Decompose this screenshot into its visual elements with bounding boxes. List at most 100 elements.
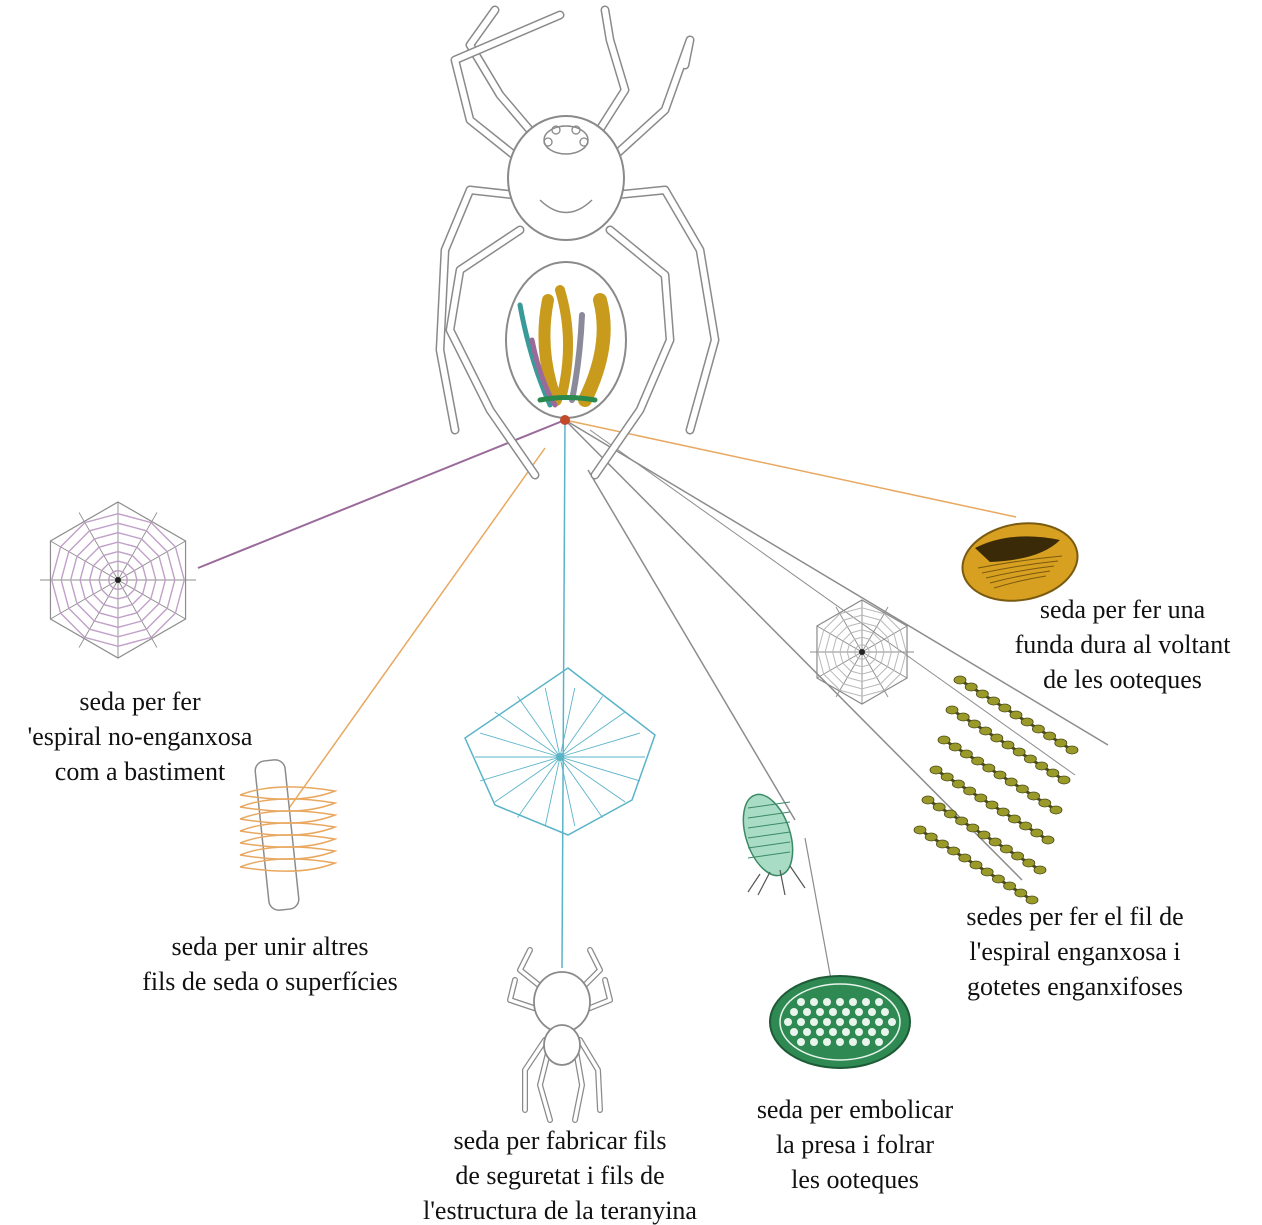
web-radial — [495, 712, 560, 757]
prey-leg — [748, 874, 760, 892]
glue-droplet — [986, 801, 998, 809]
glue-droplet — [1036, 762, 1048, 770]
label-line: gotetes enganxifoses — [935, 969, 1215, 1004]
egg — [842, 1028, 850, 1036]
egg — [810, 1018, 818, 1026]
spider-cephalothorax — [544, 1025, 580, 1065]
glue-droplet — [938, 736, 950, 744]
label-line: com a bastiment — [10, 754, 270, 789]
glue-droplet — [930, 766, 942, 774]
glue-droplet — [991, 734, 1003, 742]
egg — [888, 1018, 896, 1026]
label-frame-spiral-silk: seda per fer 'espiral no-enganxosa com a… — [10, 684, 270, 789]
glue-droplet — [983, 764, 995, 772]
web-radial — [560, 733, 640, 757]
egg — [810, 1038, 818, 1046]
glue-droplet — [925, 833, 937, 841]
glue-droplet — [949, 743, 961, 751]
label-egg-case-silk: seda per fer una funda dura al voltant d… — [990, 592, 1255, 697]
egg — [790, 1008, 798, 1016]
glue-droplet — [936, 840, 948, 848]
egg — [797, 998, 805, 1006]
glue-droplet — [1015, 889, 1027, 897]
silk-line-wrap-pad — [805, 838, 832, 985]
silk-line-wrap — [588, 470, 795, 820]
egg — [855, 1028, 863, 1036]
small-orb-web — [810, 600, 914, 704]
glue-droplet — [922, 796, 934, 804]
glue-droplet — [956, 817, 968, 825]
glue-droplet — [946, 706, 958, 714]
glue-droplet — [1023, 859, 1035, 867]
glue-droplet — [972, 757, 984, 765]
glue-droplet — [914, 826, 926, 834]
web-hub — [859, 649, 865, 655]
silk-line-attach — [282, 448, 545, 818]
web-radial — [560, 757, 640, 781]
dangling-spider-illustration — [510, 950, 610, 1120]
label-line: seda per fer una — [990, 592, 1255, 627]
glue-droplet — [1000, 845, 1012, 853]
glue-droplet — [994, 771, 1006, 779]
glue-droplet — [1021, 718, 1033, 726]
wrapped-prey-illustration — [734, 788, 805, 895]
egg — [810, 998, 818, 1006]
glue-droplet — [968, 720, 980, 728]
glue-droplet — [952, 780, 964, 788]
glue-droplet — [981, 868, 993, 876]
egg — [862, 1038, 870, 1046]
egg — [784, 1018, 792, 1026]
silk-gland — [540, 398, 595, 401]
glue-droplet — [970, 861, 982, 869]
label-line: les ooteques — [720, 1162, 990, 1197]
label-line: seda per fer — [10, 684, 270, 719]
web-hub — [556, 753, 564, 761]
glue-droplet — [1032, 725, 1044, 733]
egg — [842, 1008, 850, 1016]
glue-droplet — [1042, 836, 1054, 844]
glue-droplet — [1039, 799, 1051, 807]
label-line: de seguretat i fils de — [380, 1158, 740, 1193]
egg — [836, 1038, 844, 1046]
label-line: seda per unir altres — [100, 929, 440, 964]
glue-droplet — [1004, 882, 1016, 890]
glue-droplet — [997, 808, 1009, 816]
label-wrapping-silk: seda per embolicar la presa i folrar les… — [720, 1092, 990, 1197]
web-radial — [495, 757, 560, 802]
egg — [862, 1018, 870, 1026]
glue-droplet — [1005, 778, 1017, 786]
label-line: de les ooteques — [990, 662, 1255, 697]
sticky-thread-illustration — [914, 676, 1078, 904]
spider-cephalothorax — [508, 116, 624, 240]
egg — [829, 1008, 837, 1016]
prey-leg — [758, 872, 770, 895]
frame-spiral-web — [40, 502, 196, 658]
glue-droplet — [964, 787, 976, 795]
egg-sac-lining-illustration — [770, 976, 910, 1068]
web-radial — [560, 757, 625, 802]
glue-droplet — [1016, 785, 1028, 793]
glue-droplet — [1012, 852, 1024, 860]
glue-droplet — [992, 875, 1004, 883]
label-line: l'espiral enganxosa i — [935, 934, 1215, 969]
label-line: l'estructura de la teranyina — [380, 1193, 740, 1225]
silk-line-dragline — [562, 420, 565, 968]
glue-droplet — [1024, 755, 1036, 763]
egg — [797, 1018, 805, 1026]
glue-droplet — [948, 847, 960, 855]
web-hub — [115, 577, 121, 583]
glue-droplet — [965, 683, 977, 691]
dragline-web — [465, 668, 655, 835]
spider-abdomen — [534, 972, 590, 1032]
glue-droplet — [975, 794, 987, 802]
glue-droplet — [1031, 829, 1043, 837]
label-line: funda dura al voltant — [990, 627, 1255, 662]
egg — [816, 1008, 824, 1016]
glue-droplet — [960, 750, 972, 758]
web-radial — [480, 733, 560, 757]
glue-droplet — [959, 854, 971, 862]
glue-droplet — [1034, 866, 1046, 874]
egg — [868, 1008, 876, 1016]
glue-droplet — [1002, 741, 1014, 749]
